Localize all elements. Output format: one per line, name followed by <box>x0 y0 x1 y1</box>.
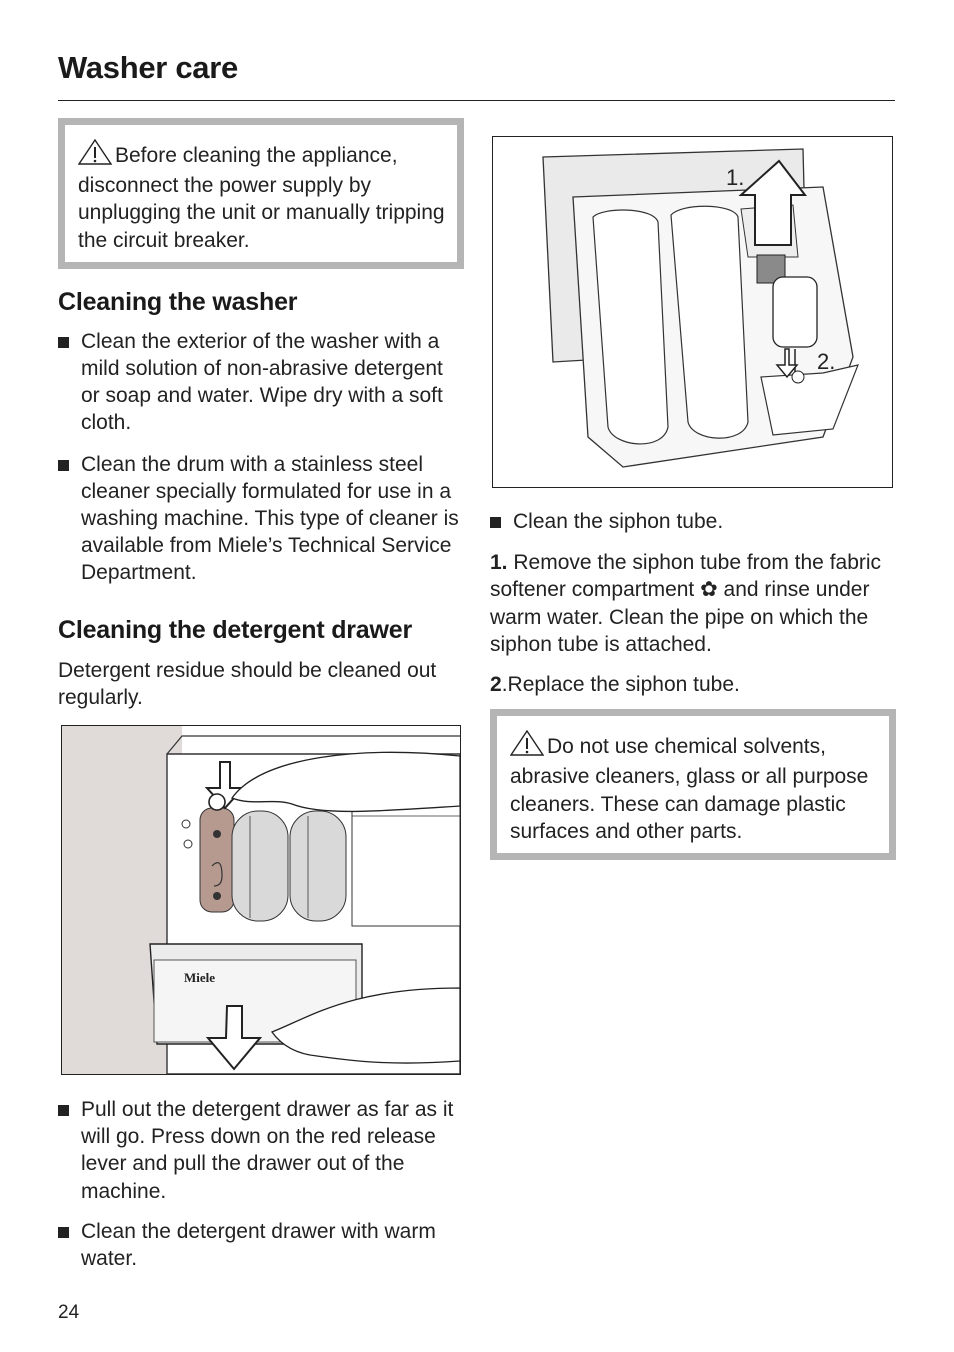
section-heading-cleaning-washer: Cleaning the washer <box>58 287 298 316</box>
drawer-list: Pull out the detergent drawer as far as … <box>58 1096 464 1272</box>
step-2-number: 2 <box>490 673 502 697</box>
step-1: 1. Remove the siphon tube from the fabri… <box>490 549 896 658</box>
cleaning-washer-list: Clean the exterior of the washer with a … <box>58 328 464 587</box>
fabric-softener-symbol-icon: ✿ <box>700 578 718 602</box>
list-item: Clean the siphon tube. <box>490 508 896 535</box>
step-1-number: 1. <box>490 551 508 575</box>
step-1-text-a: Remove the siphon tube from the fabric s… <box>490 551 882 602</box>
list-item: Clean the detergent drawer with warm wat… <box>58 1218 464 1272</box>
page-number: 24 <box>58 1302 80 1323</box>
warning-box-solvents: Do not use chemical solvents, abrasive c… <box>490 709 896 861</box>
section-heading-cleaning-drawer: Cleaning the detergent drawer <box>58 615 412 644</box>
list-item: Clean the exterior of the washer with a … <box>58 328 464 437</box>
page-title: Washer care <box>58 50 238 85</box>
siphon-illustration: 1. 2. <box>542 148 859 468</box>
step-1-text-b: and rinse under warm water. Clean the pi… <box>490 578 870 656</box>
figure-siphon-tube: 1. 2. <box>492 136 893 488</box>
warning-text: Before cleaning the appliance, disconnec… <box>78 144 445 252</box>
drawer-intro: Detergent residue should be cleaned out … <box>58 658 437 709</box>
list-item: Clean the drum with a stainless steel cl… <box>58 451 464 587</box>
figure-label-2: 2. <box>817 349 835 374</box>
warning-triangle-icon <box>77 138 113 172</box>
miele-logo: Miele <box>184 970 215 985</box>
figure-detergent-drawer: Miele <box>61 725 461 1076</box>
left-column: Before cleaning the appliance, disconnec… <box>58 118 464 1272</box>
drawer-illustration: Miele <box>62 726 461 1075</box>
warning-box-power: Before cleaning the appliance, disconnec… <box>58 118 464 269</box>
right-column: 1. 2. Clean the siphon tube. 1. Remove t… <box>490 136 896 861</box>
siphon-list: Clean the siphon tube. <box>490 508 896 535</box>
step-2-text: .Replace the siphon tube. <box>501 673 740 697</box>
title-divider <box>58 100 895 101</box>
step-2: 2.Replace the siphon tube. <box>490 671 896 698</box>
list-item: Pull out the detergent drawer as far as … <box>58 1096 464 1205</box>
warning-text: Do not use chemical solvents, abrasive c… <box>510 735 869 843</box>
figure-label-1: 1. <box>726 165 744 190</box>
warning-triangle-icon <box>509 729 545 763</box>
